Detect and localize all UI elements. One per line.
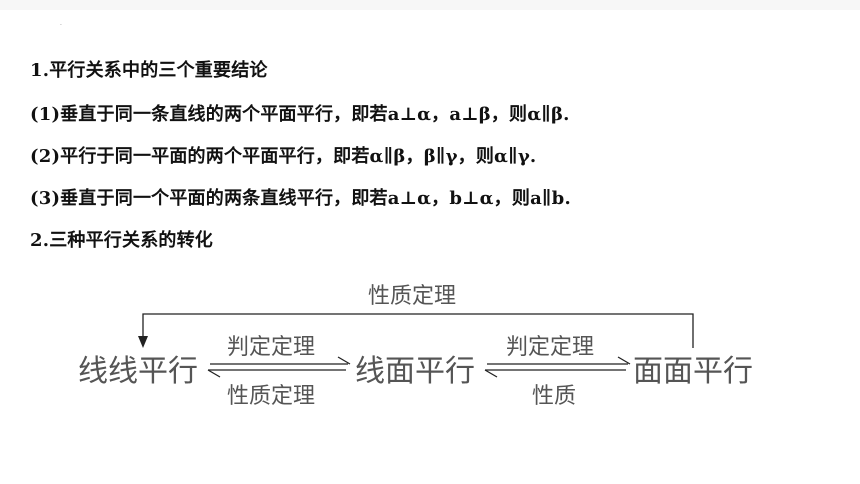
arrow2-forward-label: 判定定理: [506, 335, 595, 360]
conclusion-1: (1)垂直于同一条直线的两个平面平行，即若a⊥α，a⊥β，则α∥β.: [30, 104, 570, 125]
conclusion-3: (3)垂直于同一个平面的两条直线平行，即若a⊥α，b⊥α，则a∥b.: [30, 188, 571, 209]
arrow1-backward-head: [207, 369, 221, 378]
top-bar: [0, 0, 860, 10]
arrow1-backward-label: 性质定理: [227, 384, 316, 409]
top-loop-arrowhead: [138, 336, 148, 348]
arrow2-forward-head: [617, 356, 631, 365]
arrow1-forward-label: 判定定理: [227, 335, 316, 360]
arrow1-forward-head: [337, 356, 351, 365]
conclusion-2: (2)平行于同一平面的两个平面平行，即若α∥β，β∥γ，则α∥γ.: [30, 146, 537, 167]
arrow2-backward-head: [484, 369, 498, 378]
heading-transform: 2.三种平行关系的转化: [30, 230, 213, 251]
arrow2-backward-label: 性质: [532, 384, 577, 409]
top-label: 性质定理: [368, 284, 457, 309]
top-loop-line: [142, 313, 694, 348]
top-mark: ·: [60, 22, 62, 29]
node-line-plane: 线面平行: [355, 354, 475, 389]
node-plane-plane: 面面平行: [633, 354, 753, 389]
heading-conclusions: 1.平行关系中的三个重要结论: [30, 60, 268, 81]
node-line-line: 线线平行: [78, 354, 198, 389]
